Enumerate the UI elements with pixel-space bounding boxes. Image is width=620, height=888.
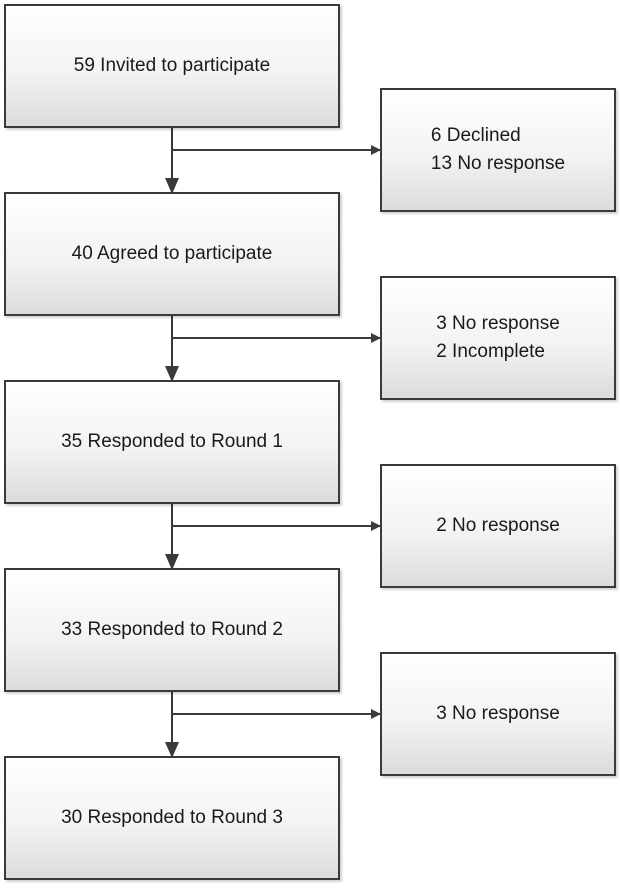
exclusion-line: 6 Declined [430, 125, 521, 146]
exclusion-box-4: 3 No response [380, 652, 616, 776]
exclusion-box-1: 6 Declined 13 No response [380, 88, 616, 212]
stage-box-round-2: 33 Responded to Round 2 [4, 568, 340, 692]
stage-label-round-1: 35 Responded to Round 1 [61, 431, 283, 452]
exclusion-line: 3 No response [436, 313, 560, 334]
exclusion-box-2: 3 No response 2 Incomplete [380, 276, 616, 400]
stage-label-agreed: 40 Agreed to participate [71, 243, 273, 264]
stage-box-agreed: 40 Agreed to participate [4, 192, 340, 316]
exclusion-box-3: 2 No response [380, 464, 616, 588]
stage-box-round-1: 35 Responded to Round 1 [4, 380, 340, 504]
exclusion-line: 2 Incomplete [436, 341, 545, 362]
stage-label-round-2: 33 Responded to Round 2 [61, 619, 283, 640]
exclusion-line: 13 No response [430, 153, 566, 174]
stage-box-invited: 59 Invited to participate [4, 4, 340, 128]
stage-box-round-3: 30 Responded to Round 3 [4, 756, 340, 880]
exclusion-line: 3 No response [436, 703, 560, 724]
exclusion-line: 2 No response [436, 515, 560, 536]
stage-label-round-3: 30 Responded to Round 3 [61, 807, 283, 828]
stage-label-invited: 59 Invited to participate [73, 55, 271, 76]
